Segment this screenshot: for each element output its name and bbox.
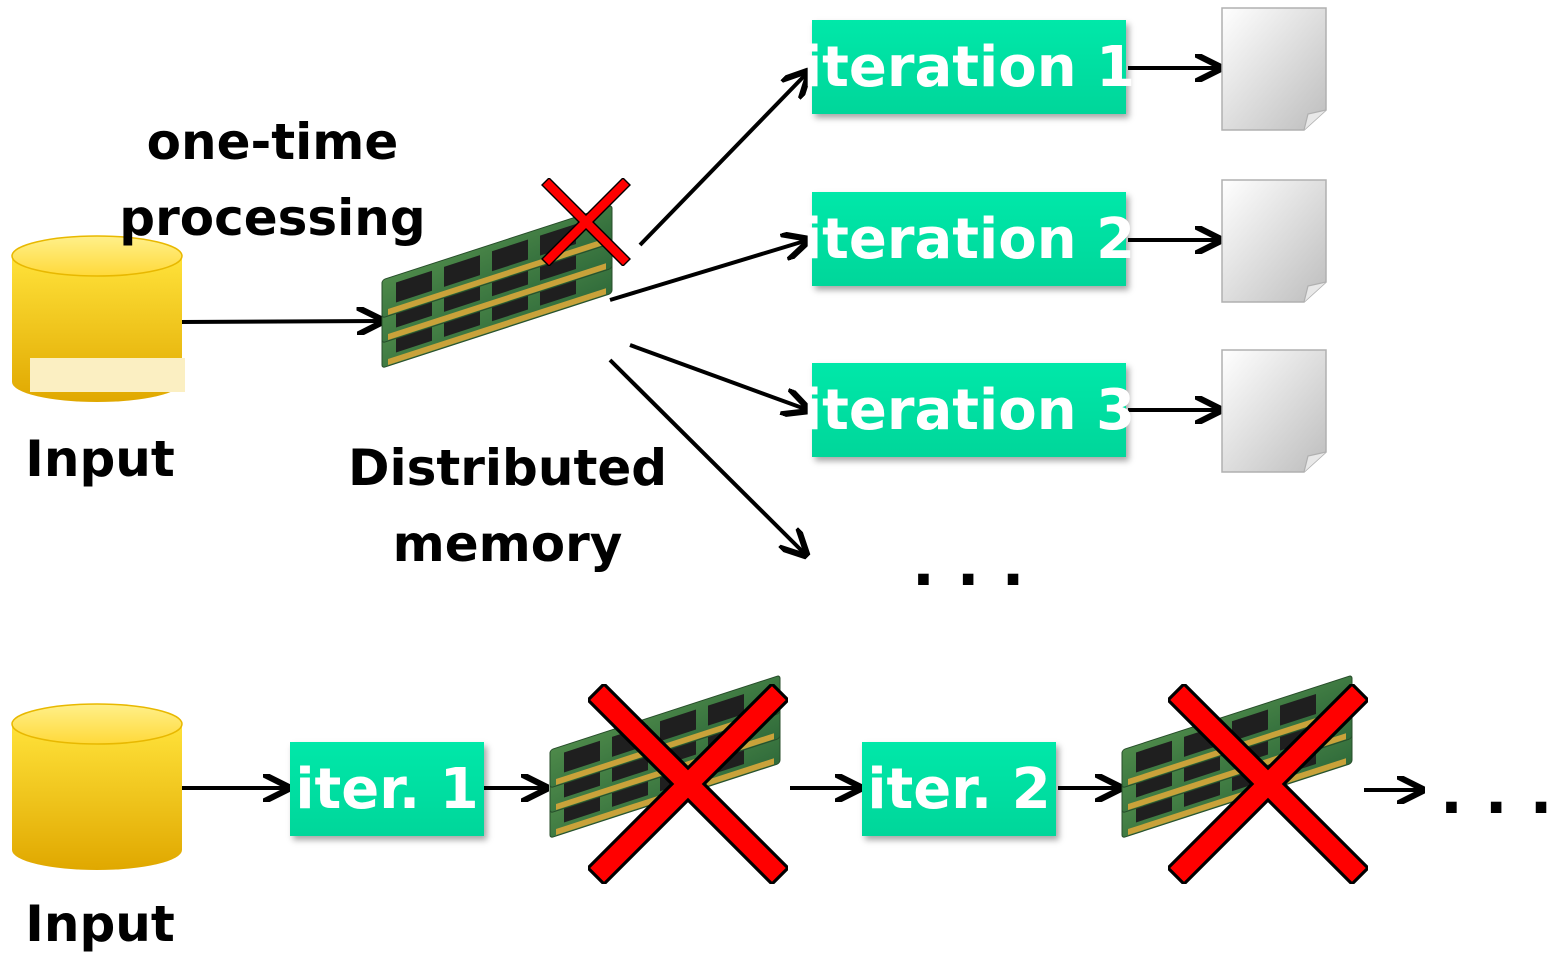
bottom-input-label: Input xyxy=(25,895,175,953)
arrow-memory-to-iteration-1 xyxy=(638,72,808,247)
arrow-memory-to-iteration-3 xyxy=(629,343,808,410)
iteration-box-3: iteration 3 xyxy=(803,363,1135,457)
one-time-processing-label: one-time processing xyxy=(100,104,445,256)
database-cylinder-icon xyxy=(11,703,183,870)
document-icon xyxy=(1221,179,1327,303)
iteration-box-1: iteration 1 xyxy=(803,20,1135,114)
iter-box-1: iter. 1 xyxy=(290,742,484,836)
top-input-label: Input xyxy=(25,430,175,488)
database-cylinder-icon xyxy=(11,235,185,402)
top-ellipsis: ... xyxy=(912,530,1047,600)
processing-label-line-2: processing xyxy=(119,189,426,247)
document-icon xyxy=(1221,7,1327,131)
document-icon xyxy=(1221,349,1327,473)
red-x-icon xyxy=(588,684,788,884)
memory-label-line-1: Distributed xyxy=(347,439,668,497)
iteration-box-2: iteration 2 xyxy=(803,192,1135,286)
distributed-memory-label: Distributed memory xyxy=(340,430,675,582)
red-x-icon xyxy=(541,178,631,266)
processing-label-line-1: one-time xyxy=(146,113,399,171)
iter-box-2: iter. 2 xyxy=(862,742,1056,836)
red-x-icon xyxy=(1168,684,1368,884)
arrow-memory-to-iteration-2 xyxy=(609,240,808,302)
arrow-memory-to-ellipsis xyxy=(608,358,806,555)
arrow-input-to-memory xyxy=(179,321,382,322)
memory-label-line-2: memory xyxy=(392,515,623,573)
bottom-ellipsis: ... xyxy=(1440,758,1566,828)
